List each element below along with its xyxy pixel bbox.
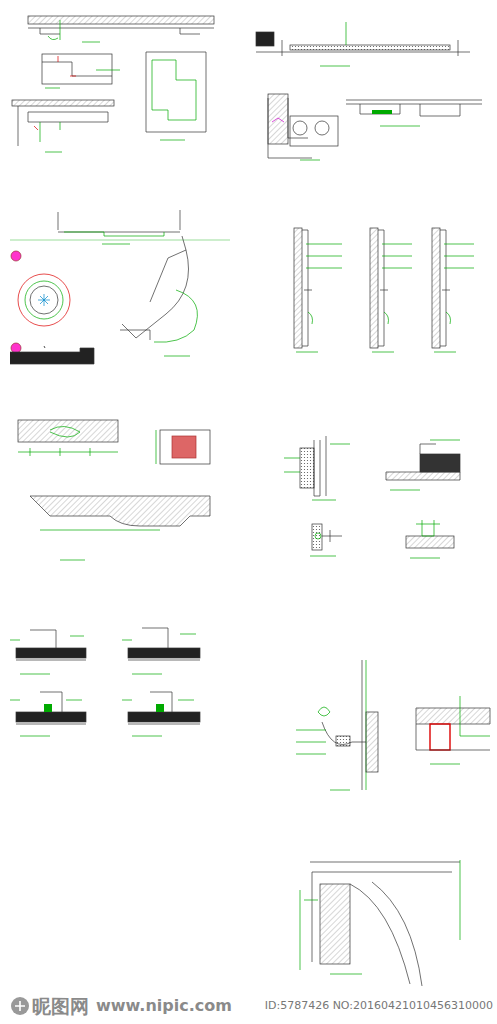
- watermark-url: www.nipic.com: [96, 996, 232, 1015]
- logo-mark: [11, 997, 29, 1015]
- watermark-logo-text: 昵图网: [32, 994, 89, 1020]
- watermark-id: ID:5787426 NO:20160421010456310000: [265, 999, 493, 1012]
